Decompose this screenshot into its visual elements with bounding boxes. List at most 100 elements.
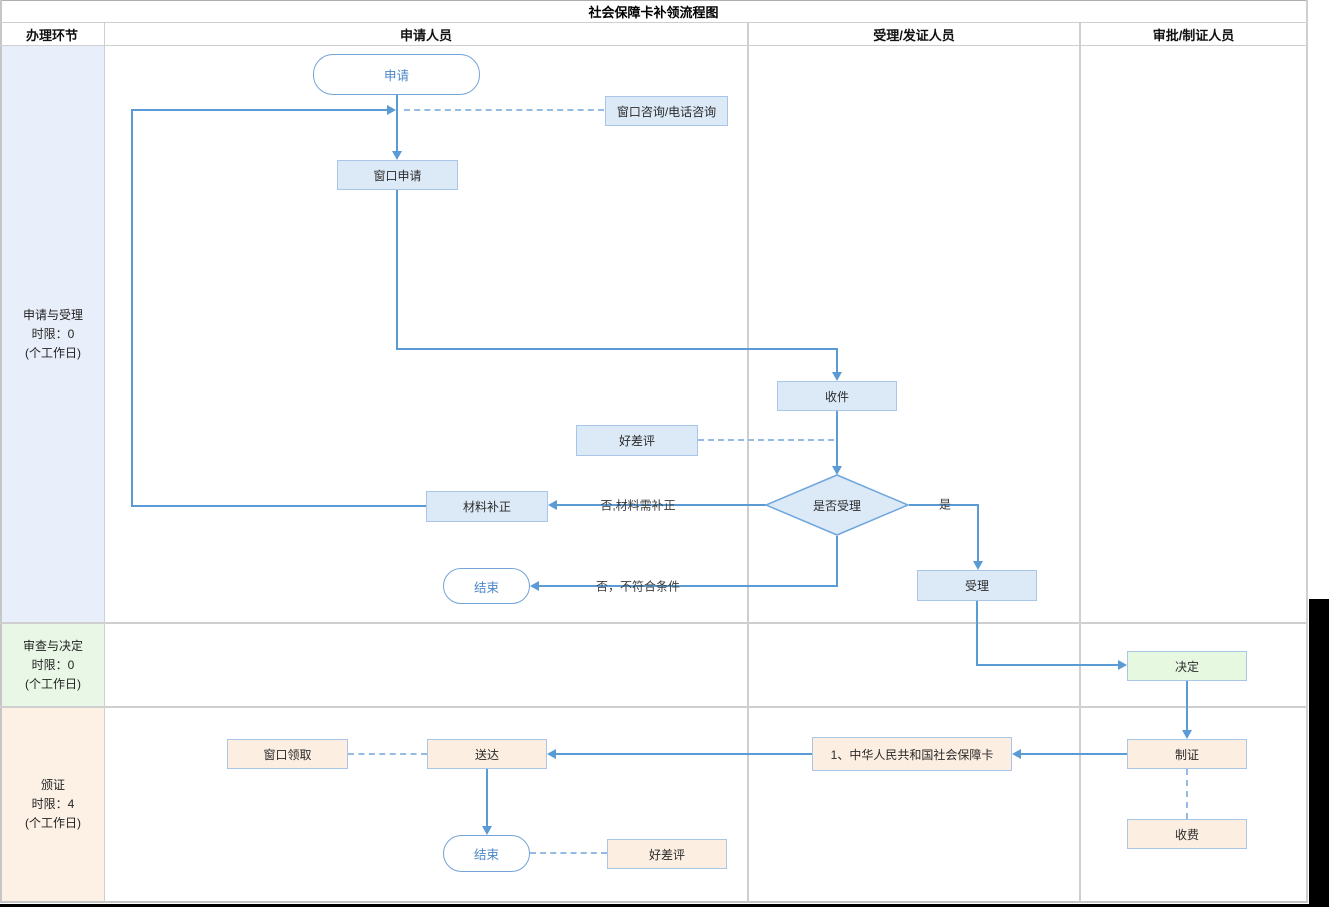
node-end-1: 结束	[443, 568, 530, 604]
arrowhead	[832, 372, 842, 381]
lane-review-decide: 审查与决定 时限：0 (个工作日)	[2, 624, 104, 706]
node-consult: 窗口咨询/电话咨询	[605, 96, 728, 126]
node-label: 结束	[473, 848, 499, 862]
lane-issue: 颁证 时限：4 (个工作日)	[2, 708, 104, 901]
row1-separator	[0, 622, 1308, 624]
diamond-shape	[764, 474, 910, 536]
node-decision-diamond: 是否受理	[764, 474, 910, 536]
node-receive: 收件	[777, 381, 897, 411]
arrowhead	[1118, 660, 1127, 670]
header-row-separator	[0, 45, 1308, 46]
edge-dashed-review2	[530, 852, 607, 854]
node-label: 窗口申请	[373, 168, 422, 183]
lane-limit: 时限：0	[31, 326, 75, 341]
col1-separator	[747, 22, 749, 901]
header-applicant: 申请人员	[399, 27, 452, 43]
table-border-bottom	[0, 901, 1308, 903]
node-label: 材料补正	[462, 500, 511, 514]
black-right-strip	[1309, 599, 1329, 907]
edge-decision-down	[836, 536, 838, 586]
node-material-fix: 材料补正	[426, 491, 548, 522]
lane-name: 颁证	[40, 778, 65, 792]
node-label: 申请	[383, 69, 409, 83]
edge-into-receive	[836, 348, 838, 373]
node-label: 决定	[1174, 659, 1199, 674]
lane-limit: 时限：0	[31, 657, 75, 672]
arrowhead	[973, 561, 983, 570]
lane-name: 申请与受理	[22, 307, 83, 322]
table-border-top	[0, 0, 1308, 1]
arrowhead	[547, 749, 556, 759]
edge-label-no-fix: 否,材料需补正	[600, 498, 676, 513]
edge-dashed-windowpickup	[348, 753, 427, 755]
edge-dashed-charge	[1186, 769, 1188, 819]
arrowhead	[1012, 749, 1021, 759]
page-title: 社会保障卡补领流程图	[588, 4, 719, 20]
row2-separator	[0, 706, 1308, 708]
node-decide: 决定	[1127, 651, 1247, 681]
node-charge: 收费	[1127, 819, 1247, 849]
node-deliver: 送达	[427, 739, 547, 769]
table-border-right	[1306, 0, 1308, 903]
edge-deliver-to-end2	[486, 769, 488, 827]
node-window-apply: 窗口申请	[337, 160, 458, 190]
header-approver: 审批/制证人员	[1152, 27, 1235, 43]
black-bottom-strip	[0, 904, 1329, 907]
edge-apply-to-windowapply	[396, 95, 398, 152]
edge-yes-down-accept	[977, 504, 979, 562]
lane-apply-accept: 申请与受理 时限：0 (个工作日)	[2, 46, 104, 622]
node-start-apply: 申请	[313, 54, 480, 95]
node-label: 结束	[473, 580, 499, 595]
lane-unit: (个工作日)	[25, 676, 81, 691]
arrowhead	[530, 581, 539, 591]
edge-decision-to-materialfix	[556, 504, 766, 506]
node-card-document: 1、中华人民共和国社会保障卡	[812, 737, 1012, 771]
edge-windowapply-down	[396, 190, 398, 350]
edge-loop-vertical	[131, 109, 133, 507]
header-acceptor: 受理/发证人员	[873, 27, 955, 43]
node-label: 窗口咨询/电话咨询	[616, 104, 717, 119]
node-label: 好差评	[648, 847, 685, 862]
node-end-2: 结束	[443, 835, 530, 872]
title-row-separator	[0, 22, 1308, 23]
node-review-1: 好差评	[576, 425, 698, 456]
arrowhead	[1182, 730, 1192, 739]
page-background-right	[1309, 0, 1329, 599]
edge-dashed-consult	[404, 109, 604, 111]
lane-unit: (个工作日)	[25, 816, 81, 830]
edge-dashed-review1	[698, 439, 834, 441]
edge-decision-yes-right	[909, 504, 979, 506]
node-label: 窗口领取	[263, 747, 312, 762]
lane-unit: (个工作日)	[25, 345, 81, 360]
edge-loop-horizontal-top	[131, 109, 387, 111]
edge-makecard-to-card	[1021, 753, 1127, 755]
arrowhead	[548, 500, 557, 510]
node-label: 收件	[824, 389, 849, 404]
node-label: 好差评	[618, 434, 655, 448]
arrowhead	[832, 466, 842, 475]
node-label: 是否受理	[812, 498, 861, 513]
edge-windowapply-right	[396, 348, 838, 350]
node-label: 送达	[474, 747, 499, 762]
arrowhead	[392, 151, 402, 160]
edge-label-no-reject: 否，不符合条件	[595, 579, 681, 594]
edge-label-yes: 是	[938, 497, 952, 512]
node-accept: 受理	[917, 570, 1037, 601]
edge-card-to-deliver	[556, 753, 812, 755]
node-make-card: 制证	[1127, 739, 1247, 769]
col-lane-separator	[104, 22, 105, 901]
node-label: 收费	[1174, 827, 1199, 842]
edge-decision-to-end1	[538, 585, 838, 587]
node-label: 受理	[964, 579, 989, 593]
node-window-pickup: 窗口领取	[227, 739, 348, 769]
col2-separator	[1079, 22, 1081, 901]
lane-limit: 时限：4	[31, 797, 75, 811]
header-stage: 办理环节	[25, 27, 78, 43]
node-label: 1、中华人民共和国社会保障卡	[830, 747, 994, 762]
node-review-2: 好差评	[607, 839, 727, 869]
edge-accept-to-decide	[976, 664, 1119, 666]
arrowhead	[482, 826, 492, 835]
edge-decide-to-makecard	[1186, 681, 1188, 731]
edge-loop-horizontal-bottom	[131, 505, 426, 507]
